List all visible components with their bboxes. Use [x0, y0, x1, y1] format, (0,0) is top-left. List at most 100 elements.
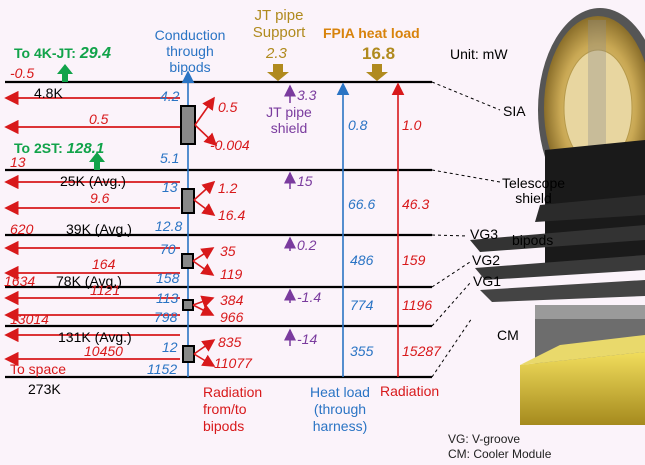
to-2st-value: 128.1 [66, 140, 105, 157]
jt-shield-line2: shield [270, 120, 308, 136]
rad-bipods-line1: Radiation [203, 384, 263, 400]
stage-lines [5, 80, 432, 379]
left-red-0: -0.5 [10, 65, 35, 81]
bipod-blue-7: 798 [154, 309, 178, 325]
bipod-red-1: -0.004 [210, 137, 250, 153]
leader-lines [431, 81, 501, 378]
left-red-6: 1634 [4, 273, 36, 289]
stage-273k: 273K [28, 381, 61, 397]
bipod-red-4: 35 [220, 243, 236, 259]
radiation-red-2: 159 [402, 252, 426, 268]
left-red-3: 9.6 [90, 190, 110, 206]
jt-support-line1: JT pipe [254, 7, 304, 24]
left-red-7: 1121 [90, 282, 121, 298]
fpia-header: FPIA heat load [323, 25, 420, 41]
jt-shield-header: JT pipe shield [257, 104, 321, 136]
jt-support-header: JT pipe Support [248, 7, 310, 41]
bipod-red-0: 0.5 [218, 99, 238, 115]
radiation-bipods-label: Radiation from/to bipods [203, 384, 273, 435]
bipod-red-6: 384 [220, 292, 244, 308]
bipod-red-7: 966 [220, 309, 244, 325]
stage-25k: 25K (Avg.) [60, 173, 126, 189]
bipod-blue-8: 12 [162, 339, 178, 355]
left-radiation-arrows [4, 90, 180, 367]
cm-label: CM [497, 327, 519, 343]
to-2st-label: To 2ST: 128.1 [14, 141, 104, 156]
heat-load-line3: harness) [312, 418, 368, 434]
jt-shield-line1: JT pipe [266, 104, 312, 120]
bipod-blue-4: 70 [160, 241, 176, 257]
bipod-red-5: 119 [220, 266, 243, 282]
stage-78k: 78K (Avg.) [56, 273, 122, 289]
conduction-line2: through [166, 43, 214, 59]
radiation-label: Radiation [380, 383, 440, 399]
vg2-label: VG2 [472, 252, 501, 268]
bipod-radiation-arrows [192, 96, 218, 367]
to-4k-jt-text: To 4K-JT: [14, 45, 80, 61]
bipod-blue-5: 158 [156, 270, 180, 286]
left-red-4: 620 [10, 221, 34, 237]
satellite-illustration [470, 0, 645, 465]
unit-label: Unit: mW [450, 46, 508, 62]
harness-blue-0: 0.8 [348, 117, 368, 133]
bipod-blue-9: 1152 [147, 361, 178, 377]
telescope-line1: Telescope [502, 175, 566, 191]
bipod-red-2: 1.2 [218, 180, 238, 196]
left-red-5: 164 [92, 256, 116, 272]
harness-blue-3: 774 [350, 297, 374, 313]
green-arrows [57, 64, 105, 170]
shield-pur-2: -1.4 [297, 289, 322, 305]
shield-pur-0: 15 [297, 173, 313, 189]
bipod-blocks [180, 105, 196, 363]
gold-arrows [267, 64, 388, 81]
jt-support-line2: Support [252, 24, 306, 41]
conduction-line3: bipods [169, 59, 211, 75]
radiation-red-4: 15287 [402, 343, 441, 359]
bipod-red-3: 16.4 [218, 207, 246, 223]
rad-bipods-line2: from/to [203, 401, 247, 417]
telescope-line2: shield [515, 190, 552, 206]
jt-support-value: 2.3 [266, 45, 287, 62]
to-4k-jt-label: To 4K-JT: 29.4 [14, 46, 111, 62]
harness-blue-1: 66.6 [348, 196, 376, 212]
conduction-line1: Conduction [154, 27, 226, 43]
stage-131k: 131K (Avg.) [58, 329, 132, 345]
jt-shield-value: 3.3 [297, 87, 317, 103]
vg3-label: VG3 [470, 226, 499, 242]
sia-label: SIA [503, 103, 526, 119]
telescope-shield-label: Telescope shield [502, 176, 565, 206]
to-space-label: To space [10, 361, 67, 377]
left-red-8: 13014 [10, 311, 49, 327]
left-red-1: 0.5 [89, 111, 109, 127]
heat-load-label: Heat load (through harness) [300, 384, 380, 435]
shield-pur-1: 0.2 [297, 237, 317, 253]
legend-cm: CM: Cooler Module [448, 447, 552, 461]
bipods-label: bipods [512, 232, 554, 248]
bipod-blue-0: 4.2 [160, 88, 180, 104]
left-red-9: 10450 [84, 343, 123, 359]
radiation-red-1: 46.3 [402, 196, 430, 212]
bipod-red-8: 835 [218, 334, 242, 350]
stage-4-8k: 4.8K [34, 85, 63, 101]
to-4k-jt-value: 29.4 [79, 45, 111, 62]
harness-blue-2: 486 [350, 252, 374, 268]
bipod-blue-6: 113 [156, 290, 179, 306]
radiation-red-3: 1196 [402, 297, 433, 313]
stage-39k: 39K (Avg.) [66, 221, 132, 237]
legend-vg: VG: V-groove [448, 432, 521, 446]
harness-blue-4: 355 [350, 343, 374, 359]
conduction-header: Conduction through bipods [146, 27, 234, 75]
heat-load-line1: Heat load [310, 384, 370, 400]
rad-bipods-line3: bipods [203, 418, 245, 434]
radiation-red-0: 1.0 [402, 117, 422, 133]
to-2st-text: To 2ST: [14, 140, 67, 156]
heat-load-line2: (through [313, 401, 367, 417]
bipod-blue-2: 13 [162, 179, 178, 195]
vg1-label: VG1 [473, 273, 502, 289]
bipod-red-9: 11077 [214, 355, 252, 371]
shield-pur-3: -14 [297, 331, 318, 347]
fpia-value: 16.8 [362, 44, 396, 63]
left-red-2: 13 [10, 154, 26, 170]
